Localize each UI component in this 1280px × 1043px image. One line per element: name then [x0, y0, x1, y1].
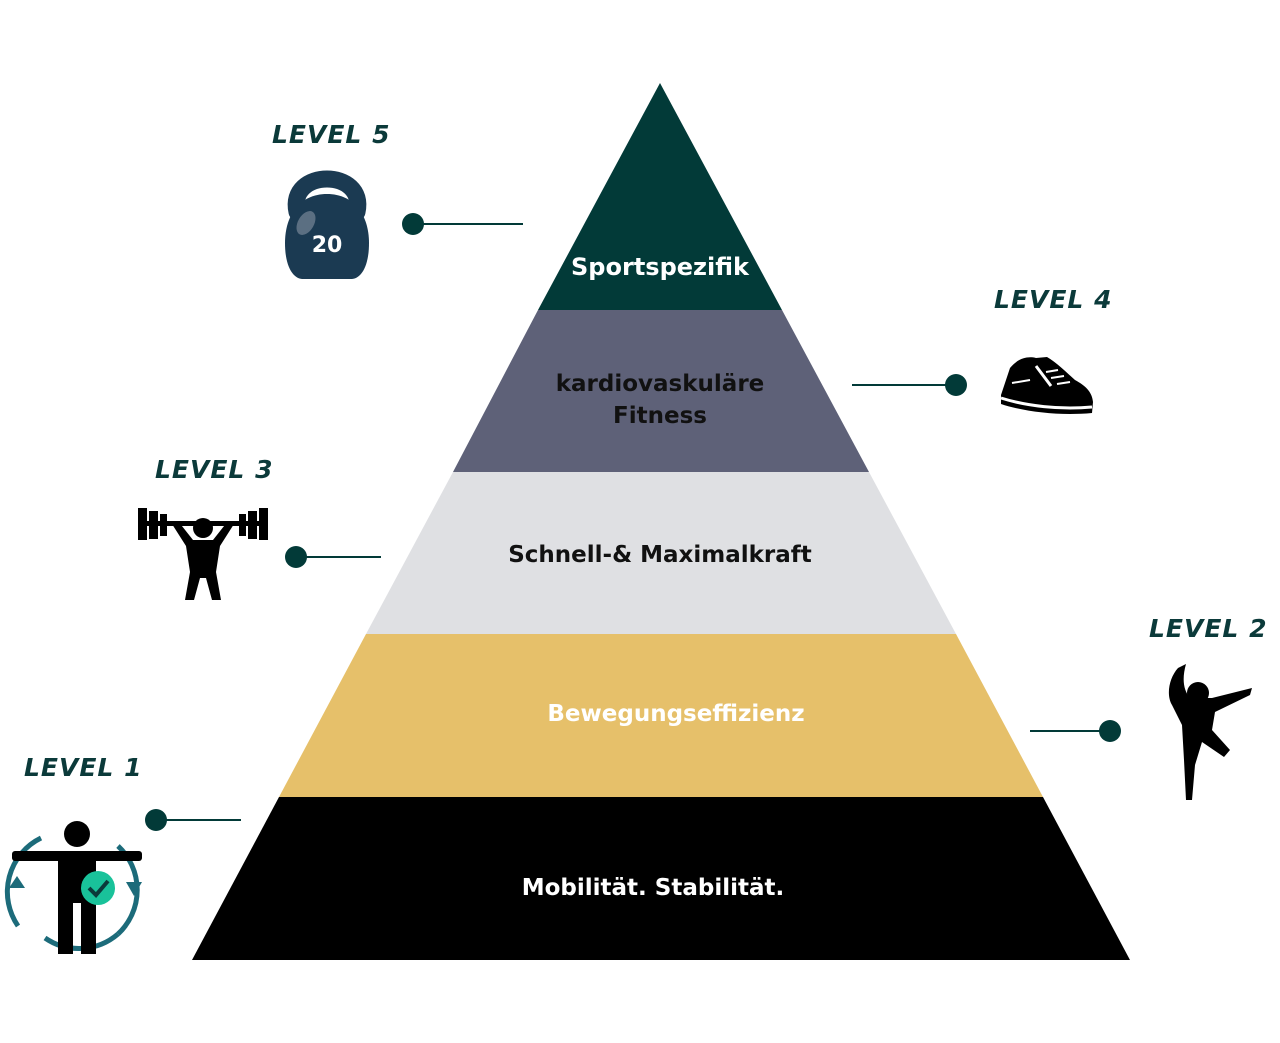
tier-4-label: kardiovaskuläre Fitness: [556, 368, 765, 432]
connector-level-4: [852, 374, 967, 396]
level-2-label: LEVEL 2: [1149, 614, 1268, 643]
weightlifter-icon: [138, 508, 268, 600]
level-4-label: LEVEL 4: [994, 285, 1113, 314]
kettlebell-icon: 20: [285, 170, 369, 279]
tier-3-shape: [366, 472, 956, 634]
mobility-person-icon: [4, 821, 142, 954]
connector-level-5: [402, 213, 523, 235]
tier-4-label-line1: kardiovaskuläre: [555, 371, 765, 397]
dancer-icon: [1168, 664, 1252, 800]
connector-level-1: [145, 809, 241, 831]
tier-1-label: Mobilität. Stabilität.: [521, 875, 785, 901]
connector-level-2: [1030, 720, 1121, 742]
level-3-label: LEVEL 3: [155, 455, 274, 484]
tier-1-shape: [192, 797, 1130, 960]
tier-5-label: Sportspezifik: [571, 253, 749, 281]
kettlebell-weight: 20: [312, 233, 343, 258]
sneaker-icon: [1000, 357, 1093, 414]
tier-2-label: Bewegungseffizienz: [547, 701, 805, 727]
level-5-label: LEVEL 5: [272, 120, 391, 149]
tier-4-label-line2: Fitness: [613, 403, 707, 429]
tier-2-shape: [279, 634, 1043, 797]
connector-level-3: [285, 546, 381, 568]
level-1-label: LEVEL 1: [24, 753, 143, 782]
tier-3-label: Schnell-& Maximalkraft: [508, 542, 812, 568]
tier-5-shape: [538, 83, 782, 310]
tier-4-shape: [453, 310, 869, 472]
